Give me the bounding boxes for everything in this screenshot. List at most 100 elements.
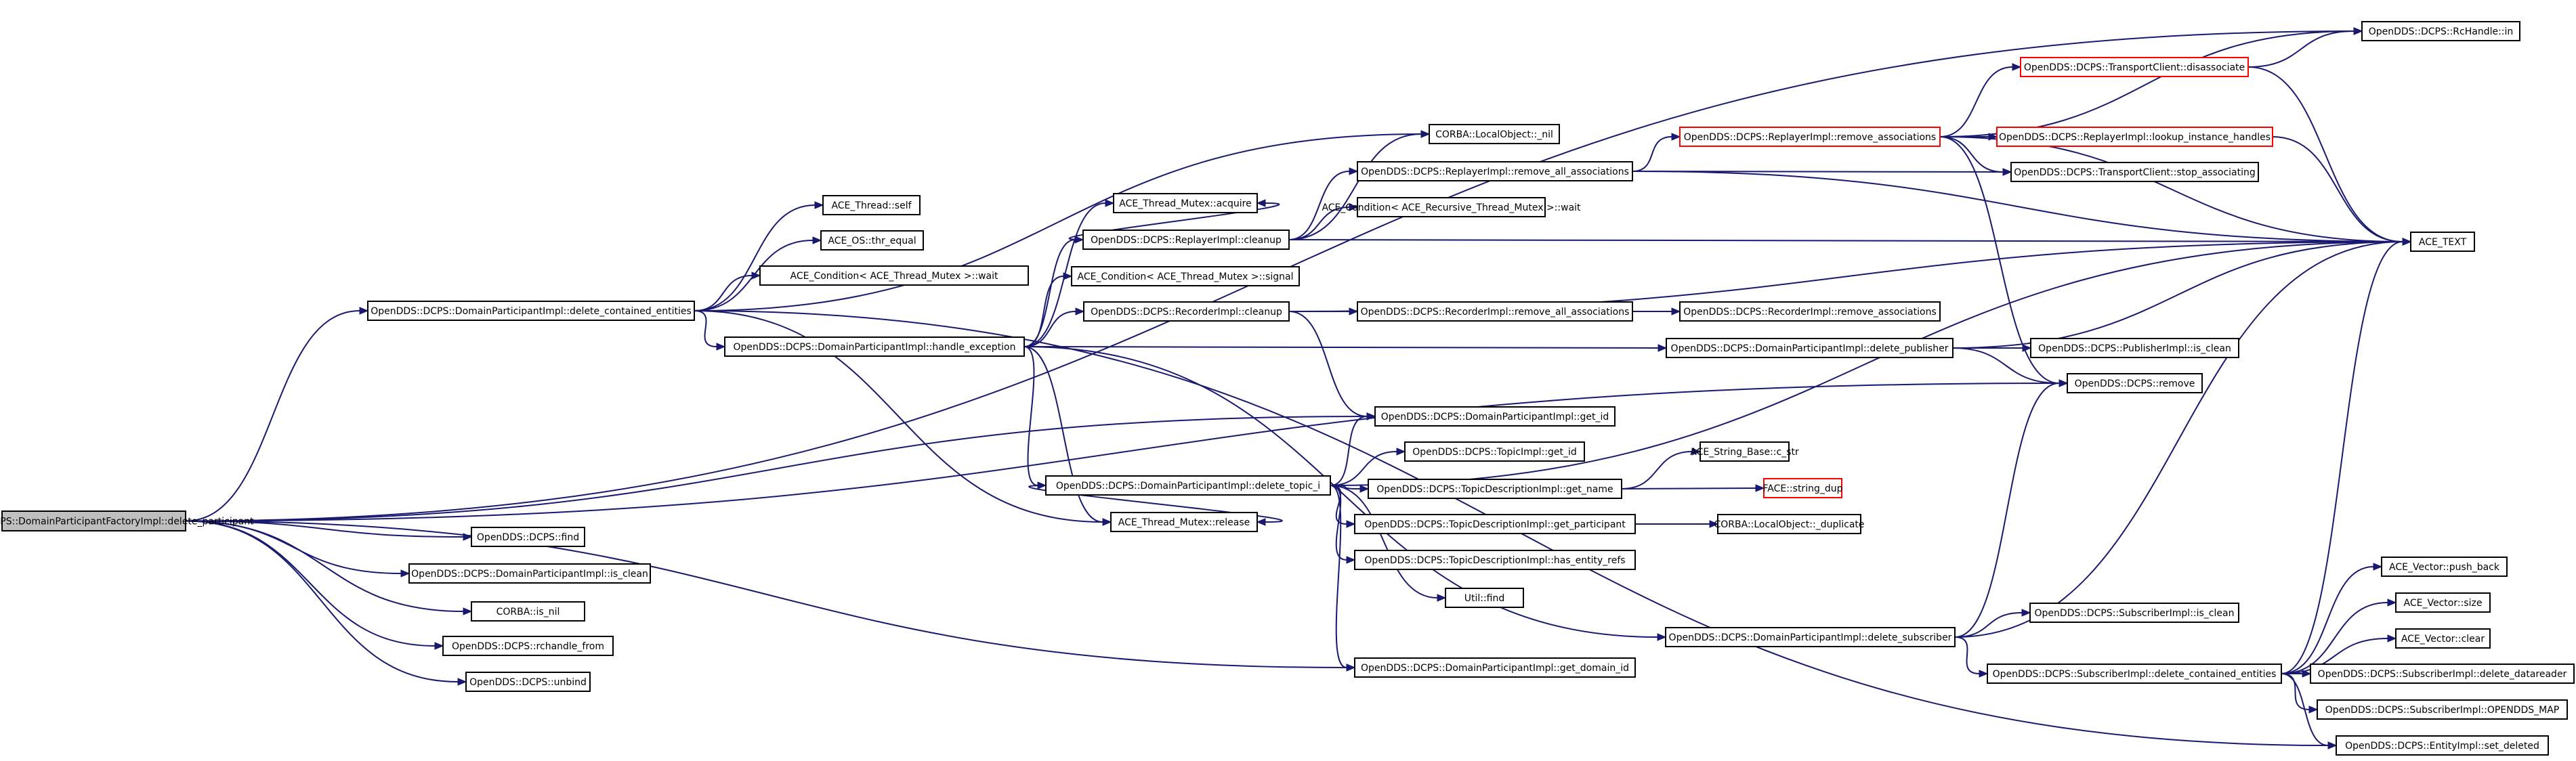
node-box bbox=[1679, 127, 1941, 147]
node-dp-get-domain-id[interactable]: OpenDDS::DCPS::DomainParticipantImpl::ge… bbox=[1354, 657, 1636, 678]
node-sub-delete-contained[interactable]: OpenDDS::DCPS::SubscriberImpl::delete_co… bbox=[1987, 664, 2282, 684]
node-tc-stop[interactable]: OpenDDS::DCPS::TransportClient::stop_ass… bbox=[2010, 162, 2259, 182]
edge-root-to-dp-get-id bbox=[185, 412, 1376, 522]
node-vec-push-back[interactable]: ACE_Vector::push_back bbox=[2381, 557, 2508, 577]
node-label: OpenDDS::DCPS::SubscriberImpl::delete_da… bbox=[2318, 669, 2567, 680]
edge-rep-remove-assoc-to-tc-stop bbox=[1939, 136, 2012, 176]
node-thread-self[interactable]: ACE_Thread::self bbox=[822, 195, 921, 215]
node-label: ACE_Condition< ACE_Thread_Mutex >::signa… bbox=[1078, 271, 1294, 282]
node-label: OpenDDS::DCPS::SubscriberImpl::is_clean bbox=[2035, 608, 2235, 619]
node-box bbox=[1404, 441, 1585, 462]
node-label: CORBA::is_nil bbox=[497, 607, 560, 617]
node-label: OpenDDS::DCPS::ReplayerImpl::lookup_inst… bbox=[1999, 132, 2271, 143]
node-box bbox=[471, 601, 585, 622]
node-label: OpenDDS::DCPS::DomainParticipantImpl::ge… bbox=[1381, 412, 1609, 422]
node-rep-remove-assoc[interactable]: OpenDDS::DCPS::ReplayerImpl::remove_asso… bbox=[1679, 127, 1941, 147]
node-dcps-remove[interactable]: OpenDDS::DCPS::remove bbox=[2067, 373, 2203, 393]
node-vec-clear[interactable]: ACE_Vector::clear bbox=[2395, 628, 2491, 649]
node-mutex-acquire[interactable]: ACE_Thread_Mutex::acquire bbox=[1113, 193, 1258, 213]
node-label: ACE_Condition< ACE_Thread_Mutex >::wait bbox=[790, 271, 998, 282]
node-box bbox=[1429, 124, 1560, 144]
edge-dp-handle-exception-to-cond-signal bbox=[1023, 272, 1073, 347]
node-label: ACE_TEXT bbox=[2419, 237, 2467, 248]
node-box bbox=[367, 301, 695, 321]
edge-rec-cleanup-to-dp-get-id bbox=[1288, 311, 1376, 420]
node-root: OpenDDS::DCPS::DomainParticipantFactoryI… bbox=[0, 510, 254, 531]
node-rec-remove-all[interactable]: OpenDDS::DCPS::RecorderImpl::remove_all_… bbox=[1357, 301, 1633, 322]
node-os-thr-equal[interactable]: ACE_OS::thr_equal bbox=[820, 230, 924, 251]
edge-dp-delete-topic-i-to-util-find bbox=[1330, 485, 1447, 602]
node-label: OpenDDS::DCPS::RcHandle::in bbox=[2369, 26, 2514, 37]
node-corba-duplicate[interactable]: CORBA::LocalObject::_duplicate bbox=[1714, 514, 1865, 534]
edge-dp-delete-contained-to-thread-self bbox=[694, 201, 824, 311]
node-box bbox=[442, 636, 614, 656]
node-dp-delete-subscriber[interactable]: OpenDDS::DCPS::DomainParticipantImpl::de… bbox=[1665, 627, 1956, 647]
node-topic-get-id[interactable]: OpenDDS::DCPS::TopicImpl::get_id bbox=[1404, 441, 1585, 462]
edge-dp-delete-topic-i-to-dp-get-domain-id bbox=[1330, 485, 1356, 672]
node-label: ACE_Vector::clear bbox=[2401, 634, 2485, 645]
node-rec-cleanup[interactable]: OpenDDS::DCPS::RecorderImpl::cleanup bbox=[1083, 301, 1290, 322]
node-string-c-str[interactable]: ACE_String_Base::c_str bbox=[1690, 441, 1799, 462]
node-box bbox=[408, 563, 651, 584]
node-dcps-rchandle-from[interactable]: OpenDDS::DCPS::rchandle_from bbox=[442, 636, 614, 656]
edge-rec-remove-all-to-rec-remove-assoc bbox=[1632, 307, 1681, 316]
edge-dp-delete-topic-i-to-dp-get-id bbox=[1330, 412, 1376, 486]
node-label: ACE_OS::thr_equal bbox=[828, 236, 916, 246]
node-td-get-participant[interactable]: OpenDDS::DCPS::TopicDescriptionImpl::get… bbox=[1354, 514, 1636, 534]
node-cond-signal[interactable]: ACE_Condition< ACE_Thread_Mutex >::signa… bbox=[1071, 266, 1300, 286]
node-box bbox=[820, 230, 924, 251]
node-dp-delete-topic-i[interactable]: OpenDDS::DCPS::DomainParticipantImpl::de… bbox=[1045, 475, 1331, 496]
node-box bbox=[1357, 197, 1546, 217]
node-cond-wait[interactable]: ACE_Condition< ACE_Thread_Mutex >::wait bbox=[759, 265, 1029, 286]
edge-dp-delete-subscriber-to-sub-delete-contained bbox=[1954, 636, 1989, 678]
node-rec-remove-assoc[interactable]: OpenDDS::DCPS::RecorderImpl::remove_asso… bbox=[1679, 301, 1941, 322]
node-label: ACE_String_Base::c_str bbox=[1690, 447, 1799, 458]
node-label: OpenDDS::DCPS::SubscriberImpl::delete_co… bbox=[1993, 669, 2277, 680]
edge-td-get-name-to-face-string-dup bbox=[1621, 484, 1765, 492]
node-box bbox=[1699, 441, 1790, 462]
node-cond-recursive-wait[interactable]: ACE_Condition< ACE_Recursive_Thread_Mute… bbox=[1322, 197, 1581, 217]
edge-sub-delete-contained-to-vec-push-back bbox=[2281, 563, 2383, 674]
node-box bbox=[1763, 478, 1842, 498]
node-dcps-unbind[interactable]: OpenDDS::DCPS::unbind bbox=[465, 672, 591, 692]
node-util-find[interactable]: Util::find bbox=[1445, 588, 1524, 608]
node-td-get-name[interactable]: OpenDDS::DCPS::TopicDescriptionImpl::get… bbox=[1368, 479, 1622, 499]
node-rep-cleanup[interactable]: OpenDDS::DCPS::ReplayerImpl::cleanup bbox=[1082, 230, 1290, 250]
node-box bbox=[759, 265, 1029, 286]
node-rep-lookup[interactable]: OpenDDS::DCPS::ReplayerImpl::lookup_inst… bbox=[1996, 127, 2273, 147]
node-dp-delete-contained[interactable]: OpenDDS::DCPS::DomainParticipantImpl::de… bbox=[367, 301, 695, 321]
node-box bbox=[1445, 588, 1524, 608]
edge-root-to-corba-is-nil bbox=[185, 520, 473, 615]
node-label: FACE::string_dup bbox=[1763, 483, 1843, 494]
node-corba-nil[interactable]: CORBA::LocalObject::_nil bbox=[1429, 124, 1560, 144]
edge-rep-remove-all-to-ace-text bbox=[1632, 171, 2412, 246]
node-sub-openddds-map[interactable]: OpenDDS::DCPS::SubscriberImpl::OPENDDS_M… bbox=[2317, 699, 2568, 720]
node-sub-is-clean[interactable]: OpenDDS::DCPS::SubscriberImpl::is_clean bbox=[2029, 603, 2239, 623]
node-sub-delete-datareader[interactable]: OpenDDS::DCPS::SubscriberImpl::delete_da… bbox=[2310, 664, 2575, 684]
node-label: OpenDDS::DCPS::rchandle_from bbox=[452, 641, 604, 652]
node-ace-text[interactable]: ACE_TEXT bbox=[2410, 232, 2475, 252]
node-dcps-find[interactable]: OpenDDS::DCPS::find bbox=[471, 527, 585, 547]
edge-sub-delete-contained-to-sub-delete-datareader bbox=[2281, 670, 2312, 678]
node-dp-handle-exception[interactable]: OpenDDS::DCPS::DomainParticipantImpl::ha… bbox=[724, 336, 1025, 357]
node-label: OpenDDS::DCPS::EntityImpl::set_deleted bbox=[2345, 741, 2539, 752]
node-dp-delete-publisher[interactable]: OpenDDS::DCPS::DomainParticipantImpl::de… bbox=[1666, 338, 1954, 358]
node-rep-remove-all[interactable]: OpenDDS::DCPS::ReplayerImpl::remove_all_… bbox=[1357, 161, 1633, 181]
node-box bbox=[1717, 514, 1861, 534]
node-mutex-release[interactable]: ACE_Thread_Mutex::release bbox=[1110, 512, 1258, 532]
node-corba-is-nil[interactable]: CORBA::is_nil bbox=[471, 601, 585, 622]
node-label: OpenDDS::DCPS::TransportClient::stop_ass… bbox=[2014, 167, 2256, 178]
node-face-string-dup[interactable]: FACE::string_dup bbox=[1763, 478, 1843, 498]
node-vec-size[interactable]: ACE_Vector::size bbox=[2395, 592, 2491, 613]
node-rchandle-in[interactable]: OpenDDS::DCPS::RcHandle::in bbox=[2361, 21, 2520, 41]
node-tc-disassociate[interactable]: OpenDDS::DCPS::TransportClient::disassoc… bbox=[2020, 57, 2249, 77]
node-dp-is-clean[interactable]: OpenDDS::DCPS::DomainParticipantImpl::is… bbox=[408, 563, 651, 584]
node-label: OpenDDS::DCPS::DomainParticipantImpl::ha… bbox=[734, 342, 1016, 353]
node-box bbox=[1666, 338, 1954, 358]
node-box bbox=[2029, 603, 2239, 623]
node-dp-get-id[interactable]: OpenDDS::DCPS::DomainParticipantImpl::ge… bbox=[1374, 406, 1616, 427]
node-td-has-refs[interactable]: OpenDDS::DCPS::TopicDescriptionImpl::has… bbox=[1354, 550, 1636, 570]
node-entity-set-deleted[interactable]: OpenDDS::DCPS::EntityImpl::set_deleted bbox=[2336, 735, 2549, 756]
node-pub-is-clean[interactable]: OpenDDS::DCPS::PublisherImpl::is_clean bbox=[2030, 338, 2239, 358]
node-label: OpenDDS::DCPS::DomainParticipantImpl::de… bbox=[1056, 481, 1320, 492]
